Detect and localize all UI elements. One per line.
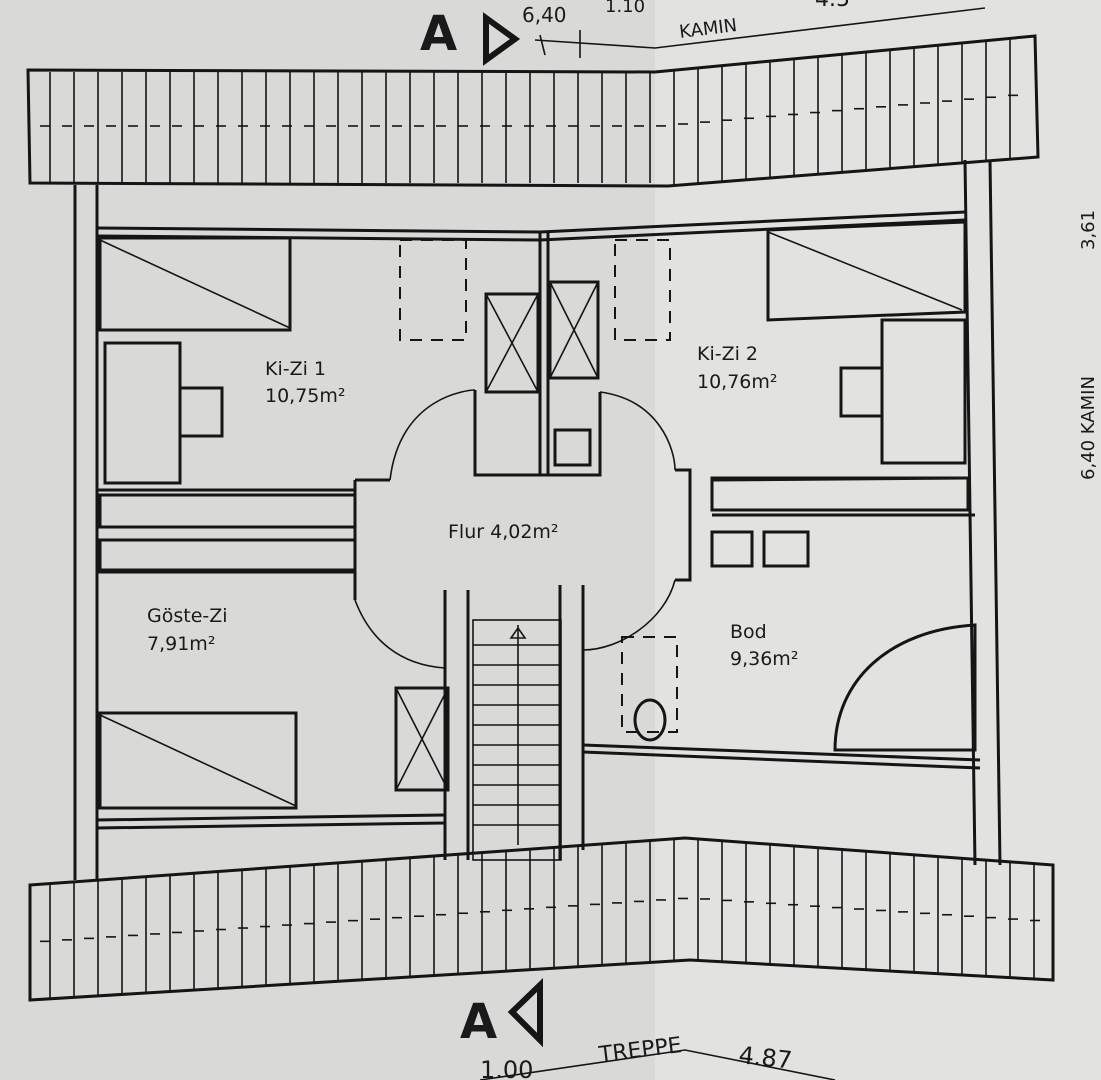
sink-2 <box>762 530 810 568</box>
svg-text:Bod: Bod <box>730 621 767 643</box>
svg-text:Ki-Zi 1: Ki-Zi 1 <box>265 358 326 380</box>
svg-text:10,76m²: 10,76m² <box>697 371 778 393</box>
dim-top-middle: 1.10 <box>605 0 645 17</box>
closet-goeste <box>394 686 450 792</box>
chimney-1 <box>484 292 540 394</box>
svg-text:Göste-Zi: Göste-Zi <box>147 605 228 627</box>
svg-text:10,75m²: 10,75m² <box>265 385 346 407</box>
svg-text:A: A <box>460 994 497 1050</box>
desk-ki-zi-1 <box>103 341 182 485</box>
dim-right-text: 6,40 KAMIN <box>1078 376 1099 480</box>
dim-bottom-left: 1.00 <box>480 1056 533 1080</box>
bed-ki-zi-1 <box>98 236 292 332</box>
svg-text:9,36m²: 9,36m² <box>730 648 798 670</box>
bed-goeste-zi <box>98 711 298 810</box>
roof-tiles-bottom <box>28 836 1055 1002</box>
svg-text:7,91m²: 7,91m² <box>147 633 215 655</box>
bed-ki-zi-2 <box>766 220 967 322</box>
room-goeste-zi: Göste-Zi 7,91m² <box>147 605 228 655</box>
room-ki-zi-1: Ki-Zi 1 10,75m² <box>265 358 346 407</box>
chimney-2 <box>548 280 600 380</box>
sink-1 <box>710 530 754 568</box>
section-marker-top: A <box>420 6 521 66</box>
room-ki-zi-2: Ki-Zi 2 10,76m² <box>697 343 778 393</box>
svg-text:Ki-Zi 2: Ki-Zi 2 <box>697 343 758 365</box>
dim-right-value: 3,61 <box>1078 210 1099 250</box>
section-marker-bottom: A <box>460 977 543 1050</box>
dim-top-right: 4.5 <box>815 0 850 12</box>
room-bod: Bod 9,36m² <box>730 621 798 670</box>
staircase <box>472 619 562 861</box>
svg-text:A: A <box>420 6 457 62</box>
shower <box>833 623 977 752</box>
roof-tiles-top <box>26 34 1040 188</box>
dim-bottom-right: 4.87 <box>737 1041 793 1074</box>
svg-text:Flur 4,02m²: Flur 4,02m² <box>448 521 559 543</box>
dim-top-left: 6,40 <box>522 3 567 27</box>
furniture <box>98 220 977 861</box>
toilet <box>633 698 667 742</box>
room-flur: Flur 4,02m² <box>448 521 559 543</box>
